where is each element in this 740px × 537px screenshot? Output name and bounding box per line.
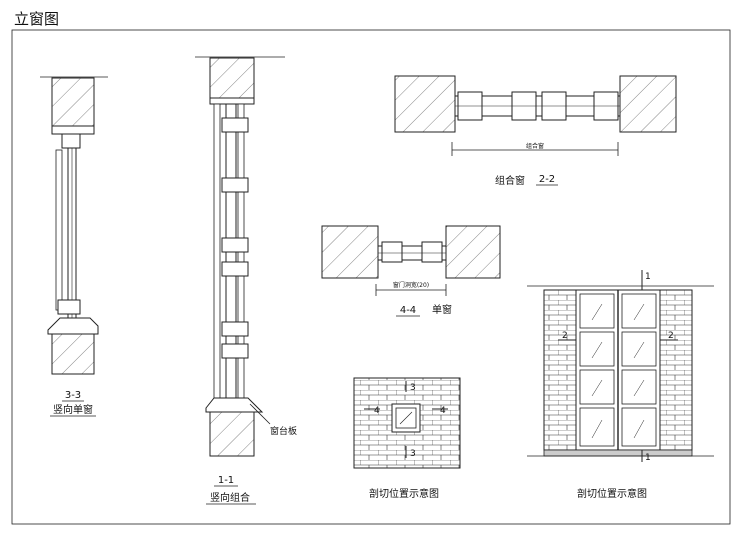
single-dim-label: 窗门洞宽(20) <box>393 281 429 289</box>
sheet-border <box>11 29 731 525</box>
cut-large-top-mark: 1 <box>645 272 651 282</box>
cut-large-right-mark: 2 <box>668 331 674 341</box>
section-1-1-name: 竖向组合 <box>210 491 250 504</box>
cut-small-bottom-mark: 3 <box>410 449 416 459</box>
section-3-3-code: 3-3 <box>65 390 81 401</box>
cut-small-right-mark: 4 <box>440 406 446 416</box>
section-4-4-name: 单窗 <box>432 303 452 316</box>
cut-large-caption: 剖切位置示意图 <box>577 487 647 500</box>
section-3-3-drawing <box>40 76 108 375</box>
section-3-3-name: 竖向单窗 <box>53 403 93 416</box>
section-1-1-code: 1-1 <box>218 475 234 486</box>
sill-note: 窗台板 <box>270 425 297 437</box>
cut-small-top-mark: 3 <box>410 383 416 393</box>
combo-dim-label: 组合窗 <box>526 142 544 150</box>
sheet-title: 立窗图 <box>14 10 60 28</box>
cut-large-left-mark: 2 <box>562 331 568 341</box>
section-4-4-drawing <box>321 225 501 296</box>
cut-large-bottom-mark: 1 <box>645 453 651 463</box>
cut-small-caption: 剖切位置示意图 <box>369 487 439 500</box>
cut-position-small-drawing <box>353 377 461 469</box>
cut-position-large-drawing <box>527 270 714 462</box>
section-1-1-drawing <box>195 56 285 457</box>
cut-small-left-mark: 4 <box>374 406 380 416</box>
section-4-4-code: 4-4 <box>400 305 416 316</box>
section-2-2-code: 2-2 <box>539 174 555 185</box>
section-2-2-name: 组合窗 <box>495 174 525 187</box>
section-2-2-drawing <box>394 75 677 156</box>
